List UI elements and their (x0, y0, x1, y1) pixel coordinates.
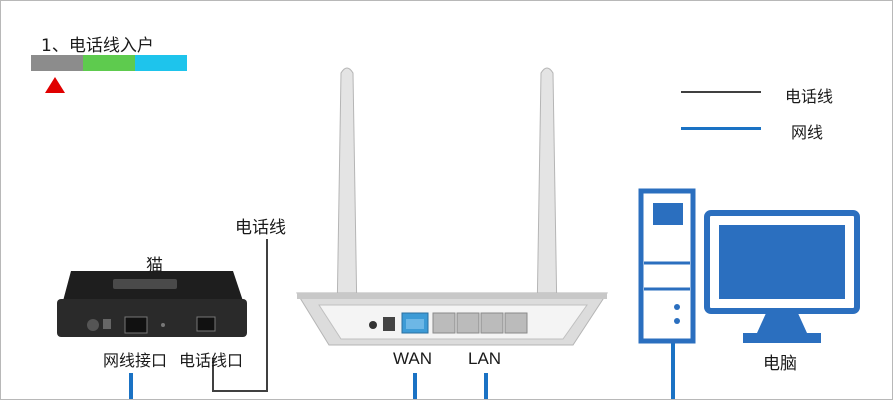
router-device (296, 292, 608, 346)
computer-tower (638, 188, 696, 344)
modem-device (57, 271, 247, 337)
legend-network-line-swatch (681, 127, 761, 130)
phone-line-label: 电话线 (235, 218, 286, 238)
step-progress-bar (31, 55, 187, 71)
phone-line-wire (212, 239, 268, 392)
modem-label: 猫 (146, 256, 163, 276)
computer-label: 电脑 (763, 354, 797, 374)
computer-monitor (704, 210, 860, 343)
legend-network-line-label: 网线 (791, 123, 824, 142)
step-segment-3 (135, 55, 187, 71)
step-segment-2 (83, 55, 135, 71)
router-lan-label: LAN (468, 349, 502, 368)
step-segment-1 (31, 55, 83, 71)
legend-phone-line-label: 电话线 (785, 87, 834, 106)
router-wan-label: WAN (393, 349, 433, 368)
legend-phone-line-swatch (681, 91, 761, 93)
modem-lan-port-label: 网线接口 (103, 351, 168, 370)
step-title: 1、电话线入户 (41, 36, 154, 56)
modem-phone-port-label: 电话线口 (179, 351, 244, 370)
current-step-marker-icon (45, 77, 65, 93)
router-antennas (336, 67, 558, 320)
